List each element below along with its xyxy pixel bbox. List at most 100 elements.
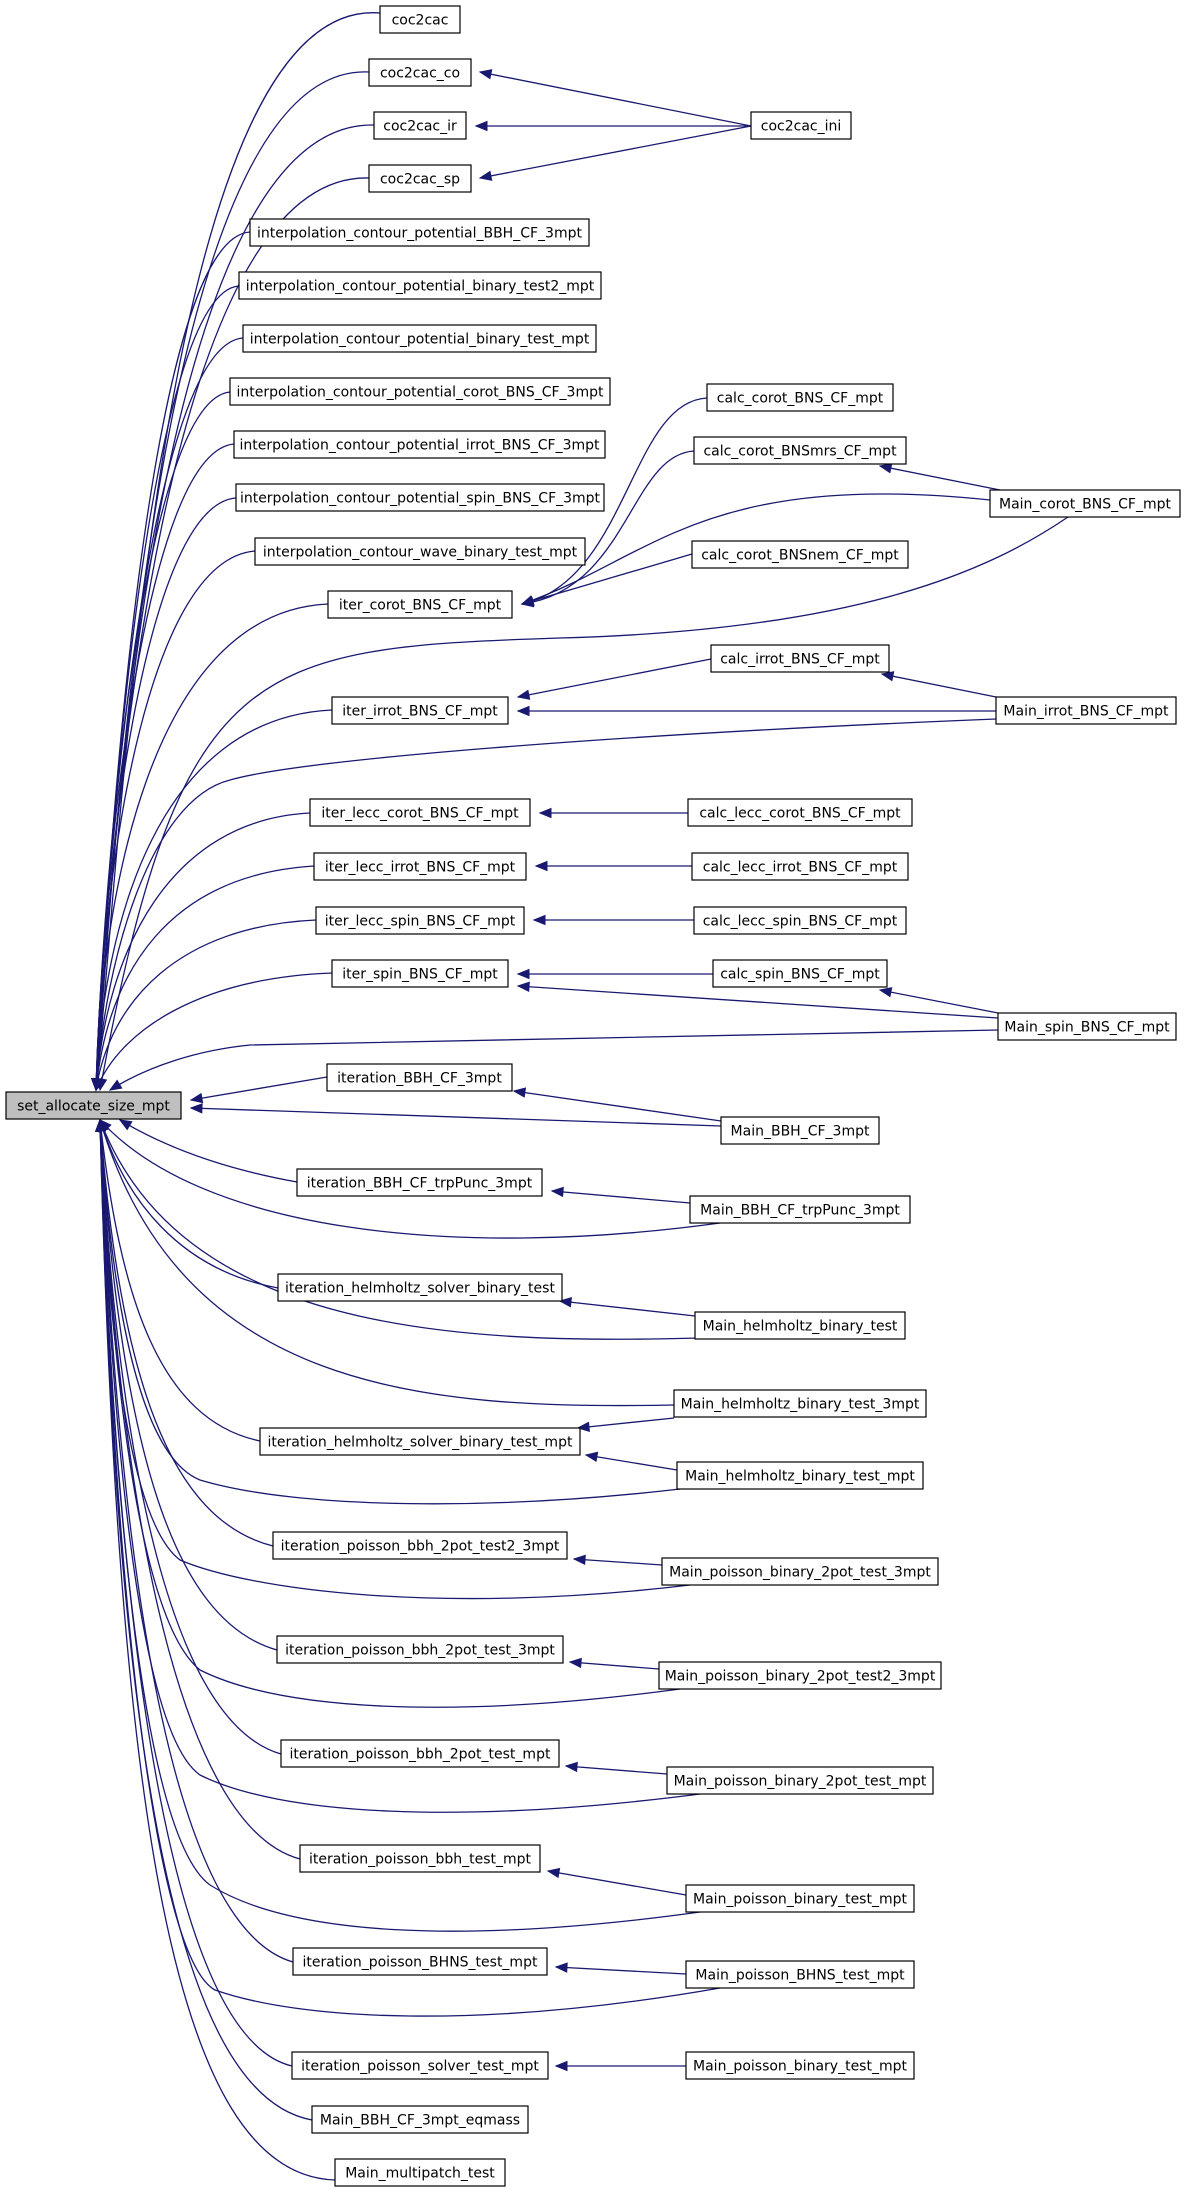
node-coc2cac_ir[interactable]: coc2cac_ir (373, 111, 467, 140)
node-icp_bbh[interactable]: interpolation_contour_potential_BBH_CF_3… (249, 218, 590, 247)
node-box[interactable] (691, 852, 909, 881)
node-iter_helm_mpt[interactable]: iteration_helmholtz_solver_binary_test_m… (259, 1427, 581, 1456)
node-icw_bt[interactable]: interpolation_contour_wave_binary_test_m… (254, 537, 586, 566)
node-main_pbhns[interactable]: Main_poisson_BHNS_test_mpt (685, 1960, 915, 1989)
node-box[interactable] (694, 1311, 906, 1340)
node-box[interactable] (5, 1091, 182, 1120)
node-box[interactable] (712, 959, 888, 988)
node-box[interactable] (315, 906, 525, 935)
node-main_bbh_trp[interactable]: Main_BBH_CF_trpPunc_3mpt (689, 1195, 911, 1224)
node-box[interactable] (685, 1884, 915, 1913)
node-iter_pbbh2t[interactable]: iteration_poisson_bbh_2pot_test_mpt (280, 1739, 560, 1768)
node-main_mp[interactable]: Main_multipatch_test (334, 2158, 506, 2187)
node-main_bbh[interactable]: Main_BBH_CF_3mpt (720, 1116, 880, 1145)
node-box[interactable] (379, 5, 461, 34)
node-box[interactable] (242, 324, 597, 353)
node-icp_corot[interactable]: interpolation_contour_potential_corot_BN… (229, 377, 611, 406)
node-box[interactable] (676, 1461, 924, 1490)
node-calc_corot_nem[interactable]: calc_corot_BNSnem_CF_mpt (691, 540, 909, 569)
node-box[interactable] (280, 1739, 560, 1768)
node-box[interactable] (989, 489, 1181, 518)
node-calc_corot_mrs[interactable]: calc_corot_BNSmrs_CF_mpt (693, 436, 907, 465)
node-box[interactable] (658, 1661, 942, 1690)
node-box[interactable] (292, 1947, 548, 1976)
node-box[interactable] (311, 2105, 529, 2134)
node-box[interactable] (235, 483, 605, 512)
node-iter_spin[interactable]: iter_spin_BNS_CF_mpt (331, 959, 509, 988)
node-iter_lecc_corot[interactable]: iter_lecc_corot_BNS_CF_mpt (309, 798, 531, 827)
node-calc_lecc_corot[interactable]: calc_lecc_corot_BNS_CF_mpt (687, 798, 913, 827)
node-main_pb2t23[interactable]: Main_poisson_binary_2pot_test2_3mpt (658, 1661, 942, 1690)
node-box[interactable] (313, 852, 527, 881)
node-box[interactable] (327, 590, 513, 619)
node-box[interactable] (997, 1012, 1177, 1041)
node-box[interactable] (249, 218, 590, 247)
node-box[interactable] (326, 1063, 513, 1092)
node-box[interactable] (368, 58, 472, 87)
node-iter_pbbht[interactable]: iteration_poisson_bbh_test_mpt (299, 1844, 541, 1873)
node-box[interactable] (687, 798, 913, 827)
node-iter_pbbh2t3[interactable]: iteration_poisson_bbh_2pot_test_3mpt (276, 1635, 564, 1664)
node-box[interactable] (995, 696, 1177, 725)
node-box[interactable] (685, 2051, 915, 2080)
node-box[interactable] (334, 2158, 506, 2187)
node-box[interactable] (373, 111, 467, 140)
node-calc_spin[interactable]: calc_spin_BNS_CF_mpt (712, 959, 888, 988)
node-box[interactable] (666, 1766, 934, 1795)
node-icp_bt[interactable]: interpolation_contour_potential_binary_t… (242, 324, 597, 353)
node-box[interactable] (710, 644, 890, 673)
node-box[interactable] (693, 436, 907, 465)
node-iteration_bbh_trp[interactable]: iteration_BBH_CF_trpPunc_3mpt (296, 1168, 543, 1197)
node-box[interactable] (673, 1389, 927, 1418)
node-main_bbh_eq[interactable]: Main_BBH_CF_3mpt_eqmass (311, 2105, 529, 2134)
node-box[interactable] (331, 959, 509, 988)
node-box[interactable] (277, 1273, 563, 1302)
node-coc2cac[interactable]: coc2cac (379, 5, 461, 34)
node-box[interactable] (254, 537, 586, 566)
node-coc2cac_co[interactable]: coc2cac_co (368, 58, 472, 87)
node-calc_lecc_irrot[interactable]: calc_lecc_irrot_BNS_CF_mpt (691, 852, 909, 881)
node-iter_pbhns[interactable]: iteration_poisson_BHNS_test_mpt (292, 1947, 548, 1976)
node-box[interactable] (720, 1116, 880, 1145)
node-box[interactable] (309, 798, 531, 827)
node-root[interactable]: set_allocate_size_mpt (5, 1091, 182, 1120)
node-main_irrot[interactable]: Main_irrot_BNS_CF_mpt (995, 696, 1177, 725)
node-box[interactable] (238, 271, 602, 300)
node-box[interactable] (299, 1844, 541, 1873)
node-iter_corot[interactable]: iter_corot_BNS_CF_mpt (327, 590, 513, 619)
node-box[interactable] (685, 1960, 915, 1989)
node-box[interactable] (368, 164, 472, 193)
node-icp_irrot[interactable]: interpolation_contour_potential_irrot_BN… (233, 430, 606, 459)
node-coc2cac_ini[interactable]: coc2cac_ini (750, 111, 852, 140)
node-box[interactable] (706, 383, 894, 412)
node-main_pbt2[interactable]: Main_poisson_binary_test_mpt (685, 2051, 915, 2080)
node-box[interactable] (291, 2051, 549, 2080)
node-main_pbt1[interactable]: Main_poisson_binary_test_mpt (685, 1884, 915, 1913)
node-calc_corot[interactable]: calc_corot_BNS_CF_mpt (706, 383, 894, 412)
node-iter_lecc_irrot[interactable]: iter_lecc_irrot_BNS_CF_mpt (313, 852, 527, 881)
node-icp_spin[interactable]: interpolation_contour_potential_spin_BNS… (235, 483, 605, 512)
node-iter_pst[interactable]: iteration_poisson_solver_test_mpt (291, 2051, 549, 2080)
node-box[interactable] (689, 1195, 911, 1224)
node-main_helm_3mpt[interactable]: Main_helmholtz_binary_test_3mpt (673, 1389, 927, 1418)
node-box[interactable] (296, 1168, 543, 1197)
node-box[interactable] (691, 540, 909, 569)
node-box[interactable] (331, 696, 509, 725)
node-box[interactable] (661, 1557, 939, 1586)
node-calc_lecc_spin[interactable]: calc_lecc_spin_BNS_CF_mpt (693, 906, 907, 935)
node-box[interactable] (276, 1635, 564, 1664)
node-iter_helm[interactable]: iteration_helmholtz_solver_binary_test (277, 1273, 563, 1302)
node-calc_irrot[interactable]: calc_irrot_BNS_CF_mpt (710, 644, 890, 673)
node-box[interactable] (693, 906, 907, 935)
node-box[interactable] (229, 377, 611, 406)
node-icp_bt2[interactable]: interpolation_contour_potential_binary_t… (238, 271, 602, 300)
node-box[interactable] (233, 430, 606, 459)
node-box[interactable] (259, 1427, 581, 1456)
node-main_pb2t3[interactable]: Main_poisson_binary_2pot_test_3mpt (661, 1557, 939, 1586)
node-main_pb2t[interactable]: Main_poisson_binary_2pot_test_mpt (666, 1766, 934, 1795)
node-main_helm[interactable]: Main_helmholtz_binary_test (694, 1311, 906, 1340)
node-box[interactable] (272, 1531, 568, 1560)
node-iteration_bbh[interactable]: iteration_BBH_CF_3mpt (326, 1063, 513, 1092)
node-main_spin[interactable]: Main_spin_BNS_CF_mpt (997, 1012, 1177, 1041)
node-main_corot[interactable]: Main_corot_BNS_CF_mpt (989, 489, 1181, 518)
